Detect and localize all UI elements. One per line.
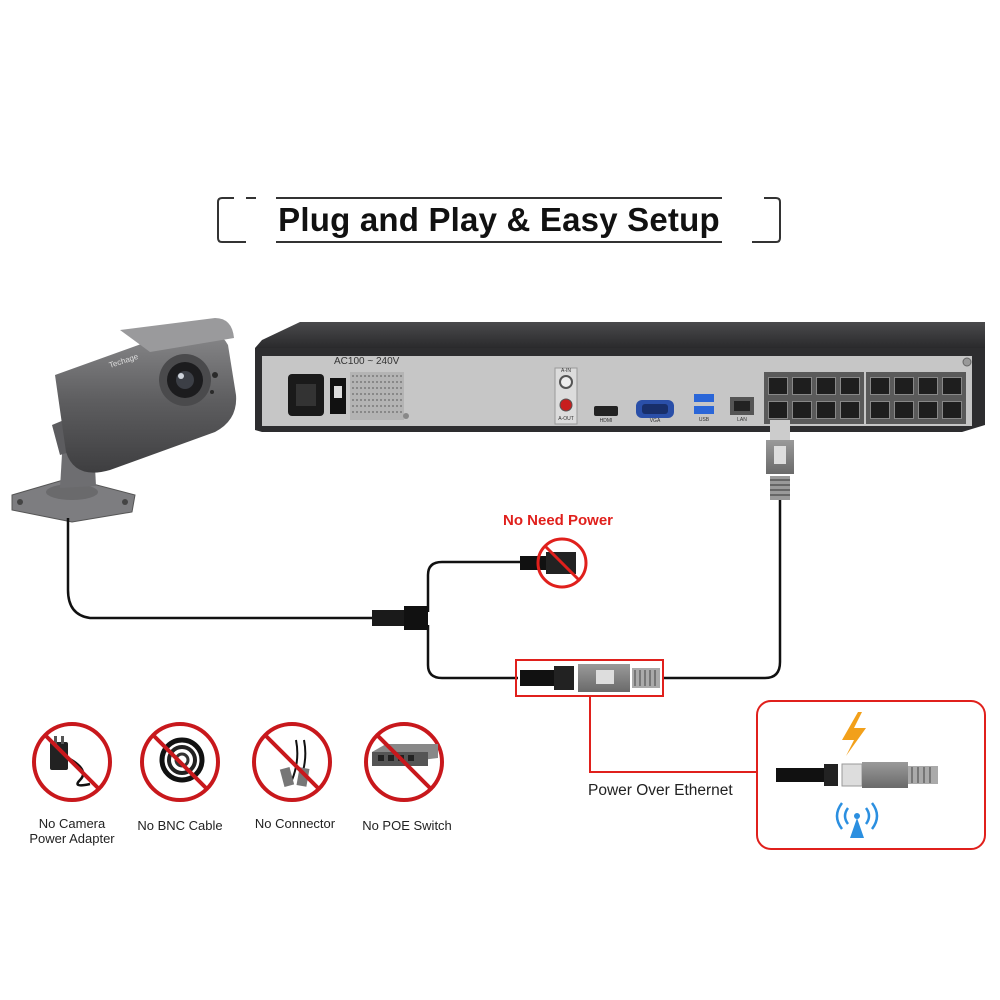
cable-splitter bbox=[372, 606, 428, 630]
ethernet-port bbox=[840, 377, 860, 395]
page-title: Plug and Play & Easy Setup bbox=[278, 201, 720, 238]
ethernet-port bbox=[870, 377, 890, 395]
ethernet-port bbox=[768, 401, 788, 419]
ethernet-port bbox=[894, 377, 914, 395]
caption-no-camera-power-adapter: No Camera Power Adapter bbox=[29, 816, 115, 846]
poe-callout-line bbox=[589, 696, 760, 773]
poe-callout-box bbox=[756, 700, 986, 850]
no-poe-switch-icon bbox=[364, 722, 444, 802]
ethernet-port bbox=[942, 377, 962, 395]
rj45-connector-pair bbox=[515, 659, 664, 697]
title-frame: Plug and Play & Easy Setup bbox=[216, 196, 782, 244]
usb-label: USB bbox=[698, 417, 710, 423]
caption-no-connector: No Connector bbox=[254, 816, 336, 831]
ethernet-port bbox=[768, 377, 788, 395]
ethernet-port bbox=[870, 401, 890, 419]
ethernet-port bbox=[840, 401, 860, 419]
rj45-plug-to-nvr bbox=[766, 420, 794, 500]
no-need-power-label: No Need Power bbox=[503, 512, 614, 529]
ethernet-port bbox=[792, 377, 812, 395]
ethernet-port bbox=[816, 377, 836, 395]
ethernet-port bbox=[792, 401, 812, 419]
ethernet-port bbox=[816, 401, 836, 419]
ethernet-port bbox=[918, 401, 938, 419]
no-bnc-cable-icon bbox=[140, 722, 220, 802]
ip-camera: Techage bbox=[11, 318, 237, 523]
dc-power-plug bbox=[520, 537, 588, 589]
ethernet-port bbox=[894, 401, 914, 419]
ethernet-port bbox=[942, 401, 962, 419]
title-bracket-frame bbox=[217, 197, 781, 243]
lan-label: LAN bbox=[737, 417, 747, 423]
lightning-icon bbox=[842, 712, 866, 756]
caption-no-bnc-cable: No BNC Cable bbox=[137, 818, 223, 833]
vent-grill bbox=[350, 372, 404, 420]
no-connector-icon bbox=[252, 722, 332, 802]
vga-label: VGA bbox=[649, 418, 661, 424]
audio-out-label: A-OUT bbox=[558, 416, 574, 422]
audio-in-label: A-IN bbox=[561, 368, 571, 374]
caption-no-poe-switch: No POE Switch bbox=[362, 818, 452, 833]
nvr-power-label: AC100 ~ 240V bbox=[334, 356, 400, 367]
no-camera-power-adapter-icon bbox=[32, 722, 112, 802]
poe-ports-grid bbox=[766, 375, 966, 423]
wifi-antenna-icon bbox=[835, 802, 879, 830]
ethernet-port bbox=[918, 377, 938, 395]
cables bbox=[66, 500, 782, 680]
hdmi-label: HDMI bbox=[599, 418, 613, 424]
power-over-ethernet-label: Power Over Ethernet bbox=[588, 782, 733, 799]
